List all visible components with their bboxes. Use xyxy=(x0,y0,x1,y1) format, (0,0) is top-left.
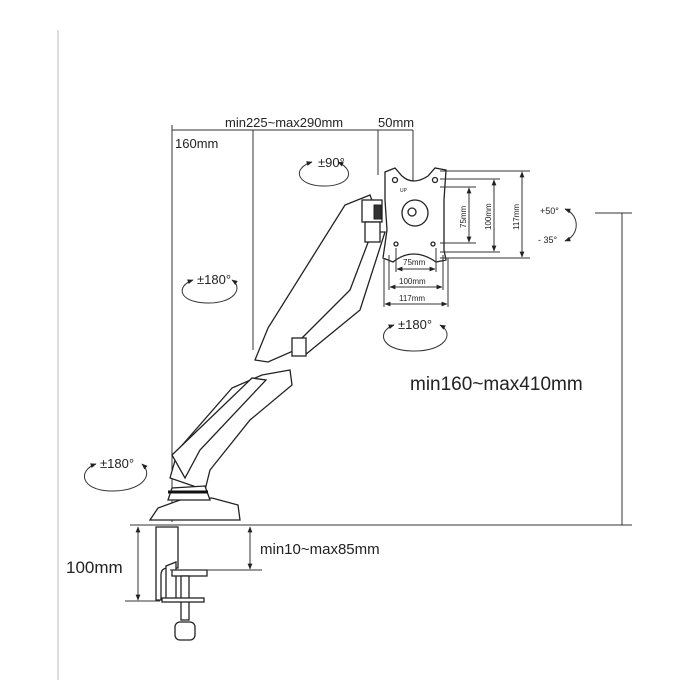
vesa-h-100-label: 100mm xyxy=(399,277,426,286)
height-dimension xyxy=(130,212,632,526)
plate-offset-label: 50mm xyxy=(378,115,414,130)
top-dimension-lines xyxy=(171,125,414,522)
desk-thickness-label: min10~max85mm xyxy=(260,541,380,558)
monitor-arm xyxy=(148,194,386,521)
swivel-head-arrow-icon xyxy=(383,324,448,352)
arm-reach-label: min225~max290mm xyxy=(225,115,343,130)
rotate-90-label: ±90° xyxy=(318,155,345,170)
pole-offset-label: 160mm xyxy=(175,136,218,151)
clamp-height-label: 100mm xyxy=(66,558,123,577)
tilt-down-label: - 35° xyxy=(538,235,558,245)
tilt-up-label: +50° xyxy=(540,206,559,216)
vesa-horizontal-dimensions xyxy=(383,248,449,307)
vesa-plate: UP xyxy=(382,167,447,263)
vesa-v-100-label: 100mm xyxy=(484,203,493,230)
swivel-upper-arrow-icon xyxy=(181,279,238,304)
desk-clamp xyxy=(155,526,208,641)
swivel-base-arrow-icon xyxy=(84,463,148,492)
rotate-90-arrow-icon xyxy=(298,161,350,187)
tilt-arrow-icon xyxy=(564,208,577,242)
plate-up-marking: UP xyxy=(400,188,408,194)
swivel-head-label: ±180° xyxy=(398,317,432,332)
vesa-v-117-label: 117mm xyxy=(512,204,521,230)
height-range-label: min160~max410mm xyxy=(410,374,583,395)
vesa-h-75-label: 75mm xyxy=(403,258,426,267)
swivel-upper-label: ±180° xyxy=(197,272,231,287)
vesa-vertical-dimensions xyxy=(440,170,530,259)
vesa-v-75-label: 75mm xyxy=(459,205,468,228)
vesa-h-117-label: 117mm xyxy=(399,294,425,303)
swivel-base-label: ±180° xyxy=(100,456,134,471)
